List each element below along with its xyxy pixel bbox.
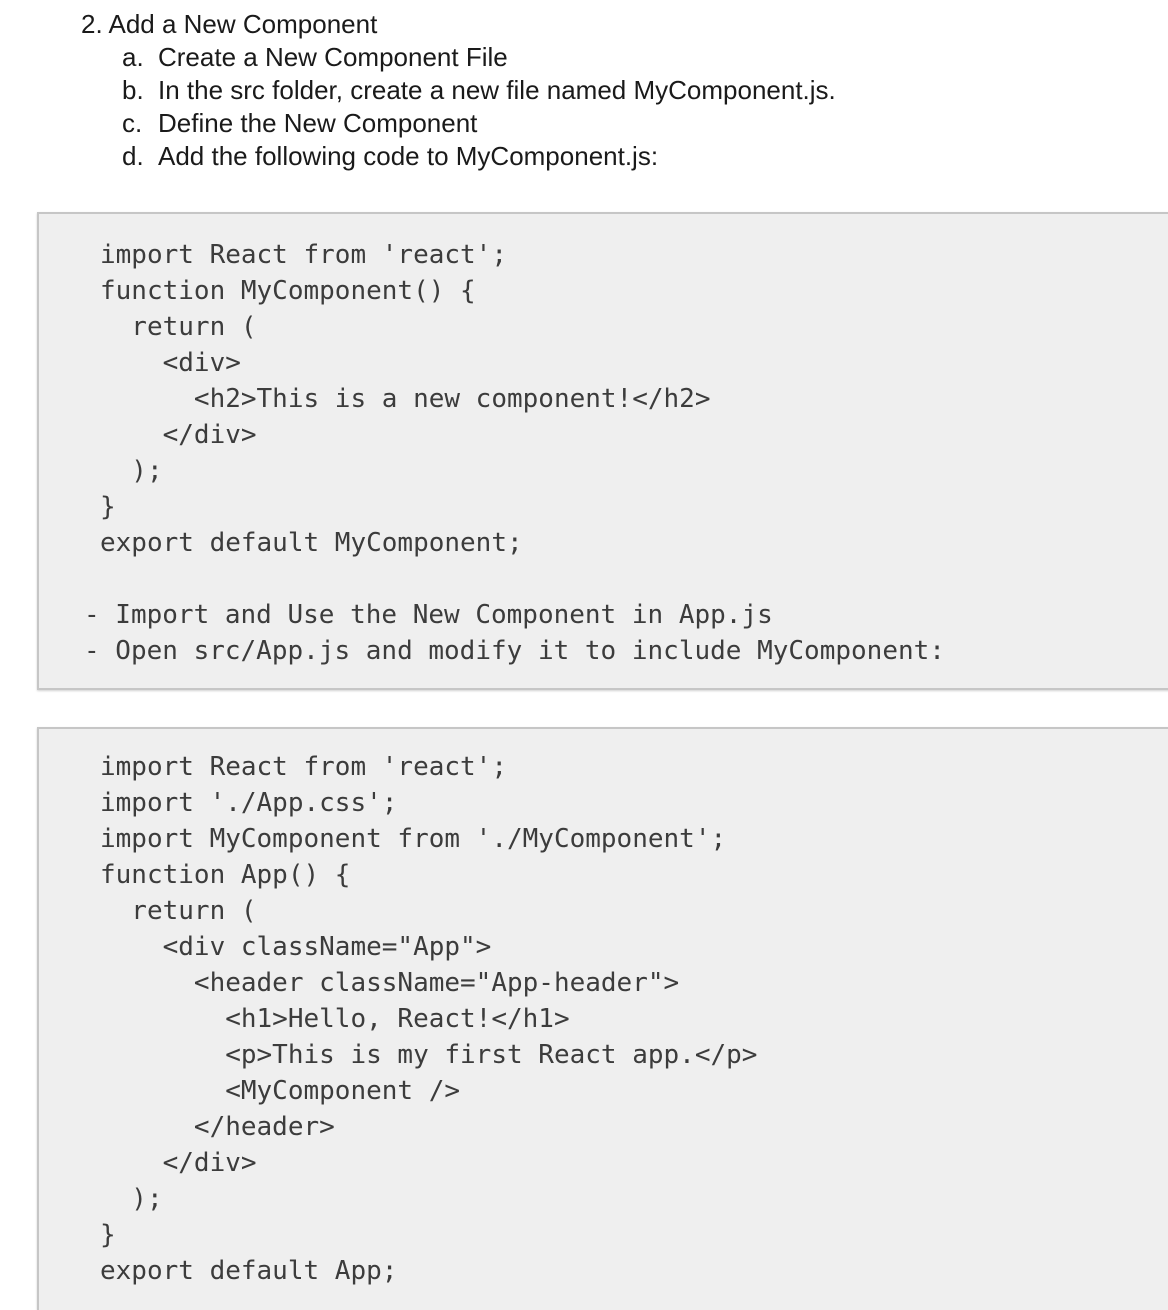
substep-marker: d. [122, 141, 144, 171]
step-heading: 2. Add a New Component [81, 8, 377, 41]
code-block-mycomponent: import React from 'react'; function MyCo… [37, 212, 1168, 690]
substep-item: b. In the src folder, create a new file n… [122, 74, 836, 107]
substep-text: Create a New Component File [158, 42, 508, 72]
code-block-app: import React from 'react'; import './App… [37, 727, 1168, 1310]
substep-item: c. Define the New Component [122, 107, 836, 140]
substep-item: d. Add the following code to MyComponent.… [122, 140, 836, 173]
substep-marker: a. [122, 42, 144, 72]
substep-item: a. Create a New Component File [122, 41, 836, 74]
substep-marker: c. [122, 108, 143, 138]
substep-text: Define the New Component [158, 108, 478, 138]
code-notes: - Import and Use the New Component in Ap… [84, 600, 945, 666]
substep-text: In the src folder, create a new file nam… [158, 75, 836, 105]
step-title: Add a New Component [108, 9, 378, 39]
substep-text: Add the following code to MyComponent.js… [158, 141, 659, 171]
substep-list: a. Create a New Component File b. In the s… [122, 41, 836, 173]
substep-marker: b. [122, 75, 144, 105]
code-text: import React from 'react'; import './App… [100, 752, 758, 1286]
code-text: import React from 'react'; function MyCo… [100, 240, 711, 558]
step-number: 2. [81, 9, 103, 39]
